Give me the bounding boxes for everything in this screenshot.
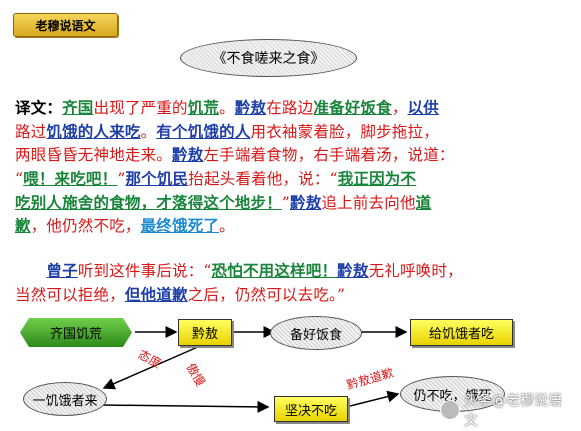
text-line: 吃别人施舍的食物，才落得这个地步！”黔敖追上前去向他道 — [15, 191, 560, 215]
node-refuse: 坚决不吃 — [274, 396, 348, 422]
text-line: 路过饥饿的人来吃。有个饥饿的人用衣袖蒙着脸，脚步拖拉， — [15, 120, 560, 144]
text-segment: 有个饥饿的人 — [156, 121, 251, 141]
text-line: 曾子听到这件事后说：“恐怕不用这样吧！黔敖无礼呼唤时， — [15, 259, 560, 283]
text-line: 译文：齐国出现了严重的饥荒。黔敖在路边准备好饭食，以供 — [15, 96, 560, 120]
note-apology: 黔敖道歉 — [345, 365, 396, 393]
text-segment: 黔敖 — [234, 98, 267, 117]
text-segment: 准备好饭食 — [313, 98, 392, 117]
text-segment: 用衣袖蒙着脸，脚步拖拉， — [250, 122, 439, 141]
text-segment: 饥荒 — [187, 98, 220, 117]
text-segment: 。 — [140, 122, 157, 141]
text-segment: 以供 — [407, 98, 439, 117]
text-segment: 黔敖 — [290, 192, 322, 212]
translation-paragraph: 译文：齐国出现了严重的饥荒。黔敖在路边准备好饭食，以供路过饥饿的人来吃。有个饥饿… — [15, 96, 560, 238]
text-segment: 道 — [415, 192, 432, 212]
text-segment: 出现了严重的 — [93, 99, 188, 117]
text-line: “喂！来吃吧！”那个饥民抬起头看着他，说：“我正因为不 — [15, 167, 560, 191]
text-segment: 左手端着食物，右手端着汤，说道： — [203, 146, 455, 165]
text-segment: 抬起头看着他，说：“ — [188, 170, 338, 189]
text-line: 当然可以拒绝，但他道歉之后，仍然可以去吃。” — [15, 283, 560, 307]
text-segment: 追上前去向他 — [321, 193, 416, 212]
text-segment: 。 — [219, 99, 235, 117]
text-segment: 吃别人施舍的食物，才落得这个地步！ — [15, 192, 282, 212]
text-segment: 恐怕不用这样吧！ — [211, 261, 338, 280]
watermark-avatar-icon — [440, 400, 460, 420]
text-segment: 听到这件事后说：“ — [77, 262, 212, 280]
arrow-refuse-starve — [349, 390, 400, 407]
text-segment: ” — [281, 193, 291, 212]
text-segment: 饥饿的人来吃 — [46, 121, 141, 141]
text-segment: 最终饿死了 — [140, 216, 220, 236]
text-segment: 路过 — [15, 122, 47, 141]
node-feed-hungry: 给饥饿者吃 — [410, 319, 513, 346]
text-segment: ， — [391, 99, 408, 117]
text-segment: 两眼昏昏无神地走来。 — [15, 146, 173, 165]
text-segment: 曾子 — [46, 261, 78, 280]
text-segment: 齐国 — [62, 98, 94, 117]
watermark-text: 头条@老穆说语文 — [463, 393, 562, 429]
text-segment: 译文： — [15, 98, 63, 117]
text-segment: 黔敖 — [337, 261, 369, 280]
text-segment: “ — [15, 170, 24, 189]
text-segment: 。 — [219, 217, 235, 236]
text-line: 歉，他仍然不吃，最终饿死了。 — [15, 214, 560, 238]
node-famine: 齐国饥荒 — [20, 318, 132, 347]
node-qianao: 黔敖 — [178, 319, 232, 346]
note-attitude: 态度 — [135, 347, 164, 371]
text-segment: 但他道歉 — [124, 284, 188, 304]
text-segment: 在路边 — [266, 99, 314, 117]
text-segment: 我正因为不 — [337, 169, 417, 189]
node-hungry-person: 一饥饿者来 — [23, 382, 107, 416]
node-prepare-food: 备好饭食 — [270, 316, 362, 350]
text-segment: 无礼呼唤时， — [368, 262, 463, 280]
text-segment: 歉 — [15, 216, 31, 236]
header-badge: 老穆说语文 — [13, 13, 118, 37]
text-segment: 当然可以拒绝， — [15, 285, 125, 304]
text-segment — [15, 262, 46, 280]
watermark: 头条@老穆说语文 — [440, 393, 575, 429]
text-segment: 之后，仍然可以去吃。” — [187, 285, 346, 304]
text-segment: 黔敖 — [172, 145, 204, 165]
text-segment: ” — [117, 170, 126, 189]
text-segment: 喂！来吃吧！ — [23, 169, 118, 189]
arrow-hungry-refuse — [101, 400, 270, 413]
note-arrogant: 傲慢 — [183, 360, 208, 389]
text-segment: 那个饥民 — [125, 169, 189, 189]
title-oval: 《不食嗟来之食》 — [180, 39, 357, 77]
commentary-paragraph: 曾子听到这件事后说：“恐怕不用这样吧！黔敖无礼呼唤时，当然可以拒绝，但他道歉之后… — [15, 259, 560, 306]
text-line: 两眼昏昏无神地走来。黔敖左手端着食物，右手端着汤，说道： — [15, 143, 560, 167]
text-segment: ，他仍然不吃， — [30, 217, 141, 236]
